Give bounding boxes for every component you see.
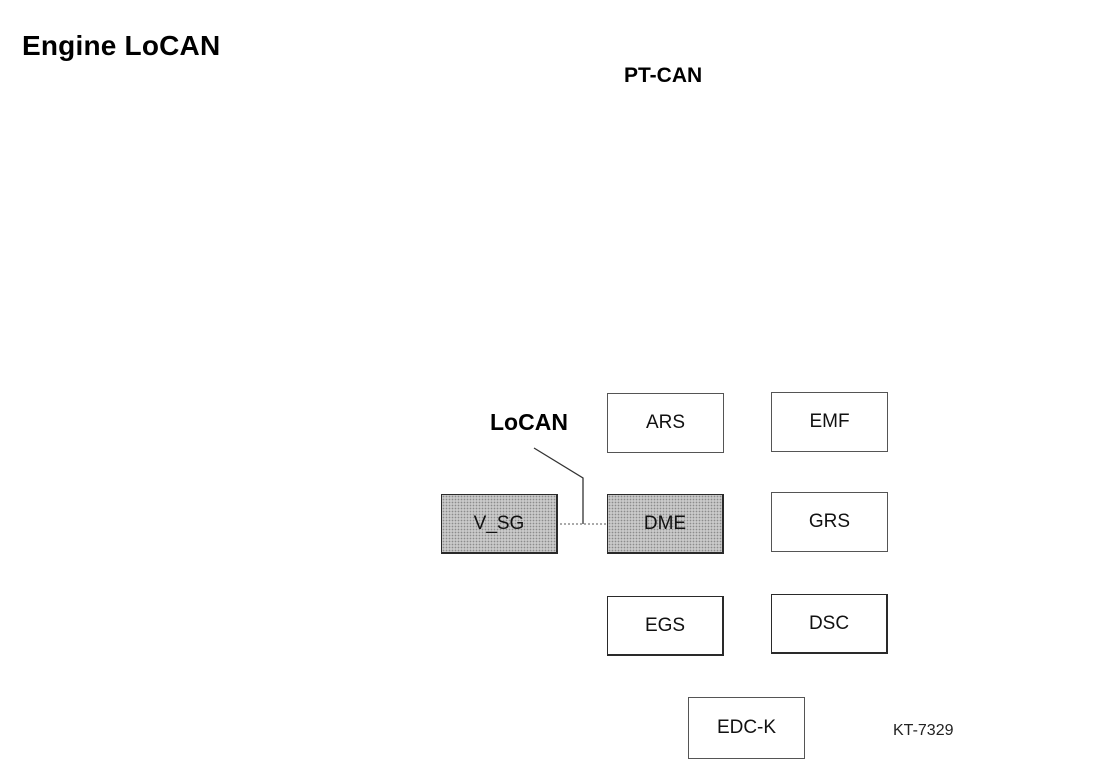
page-title: Engine LoCAN bbox=[22, 30, 221, 61]
locan-label: LoCAN bbox=[490, 409, 568, 435]
ecu-dsc: DSC bbox=[771, 594, 888, 654]
ecu-edc-k: EDC-K bbox=[688, 697, 805, 759]
pt-can-label: PT-CAN bbox=[624, 64, 703, 87]
ecu-emf: EMF bbox=[771, 392, 888, 452]
ecu-ars: ARS bbox=[607, 393, 724, 453]
figure-code: KT-7329 bbox=[893, 722, 954, 739]
ecu-egs: EGS bbox=[607, 596, 724, 656]
ecu-dme: DME bbox=[607, 494, 724, 554]
ecu-grs: GRS bbox=[771, 492, 888, 552]
ecu-vsg: V_SG bbox=[441, 494, 558, 554]
